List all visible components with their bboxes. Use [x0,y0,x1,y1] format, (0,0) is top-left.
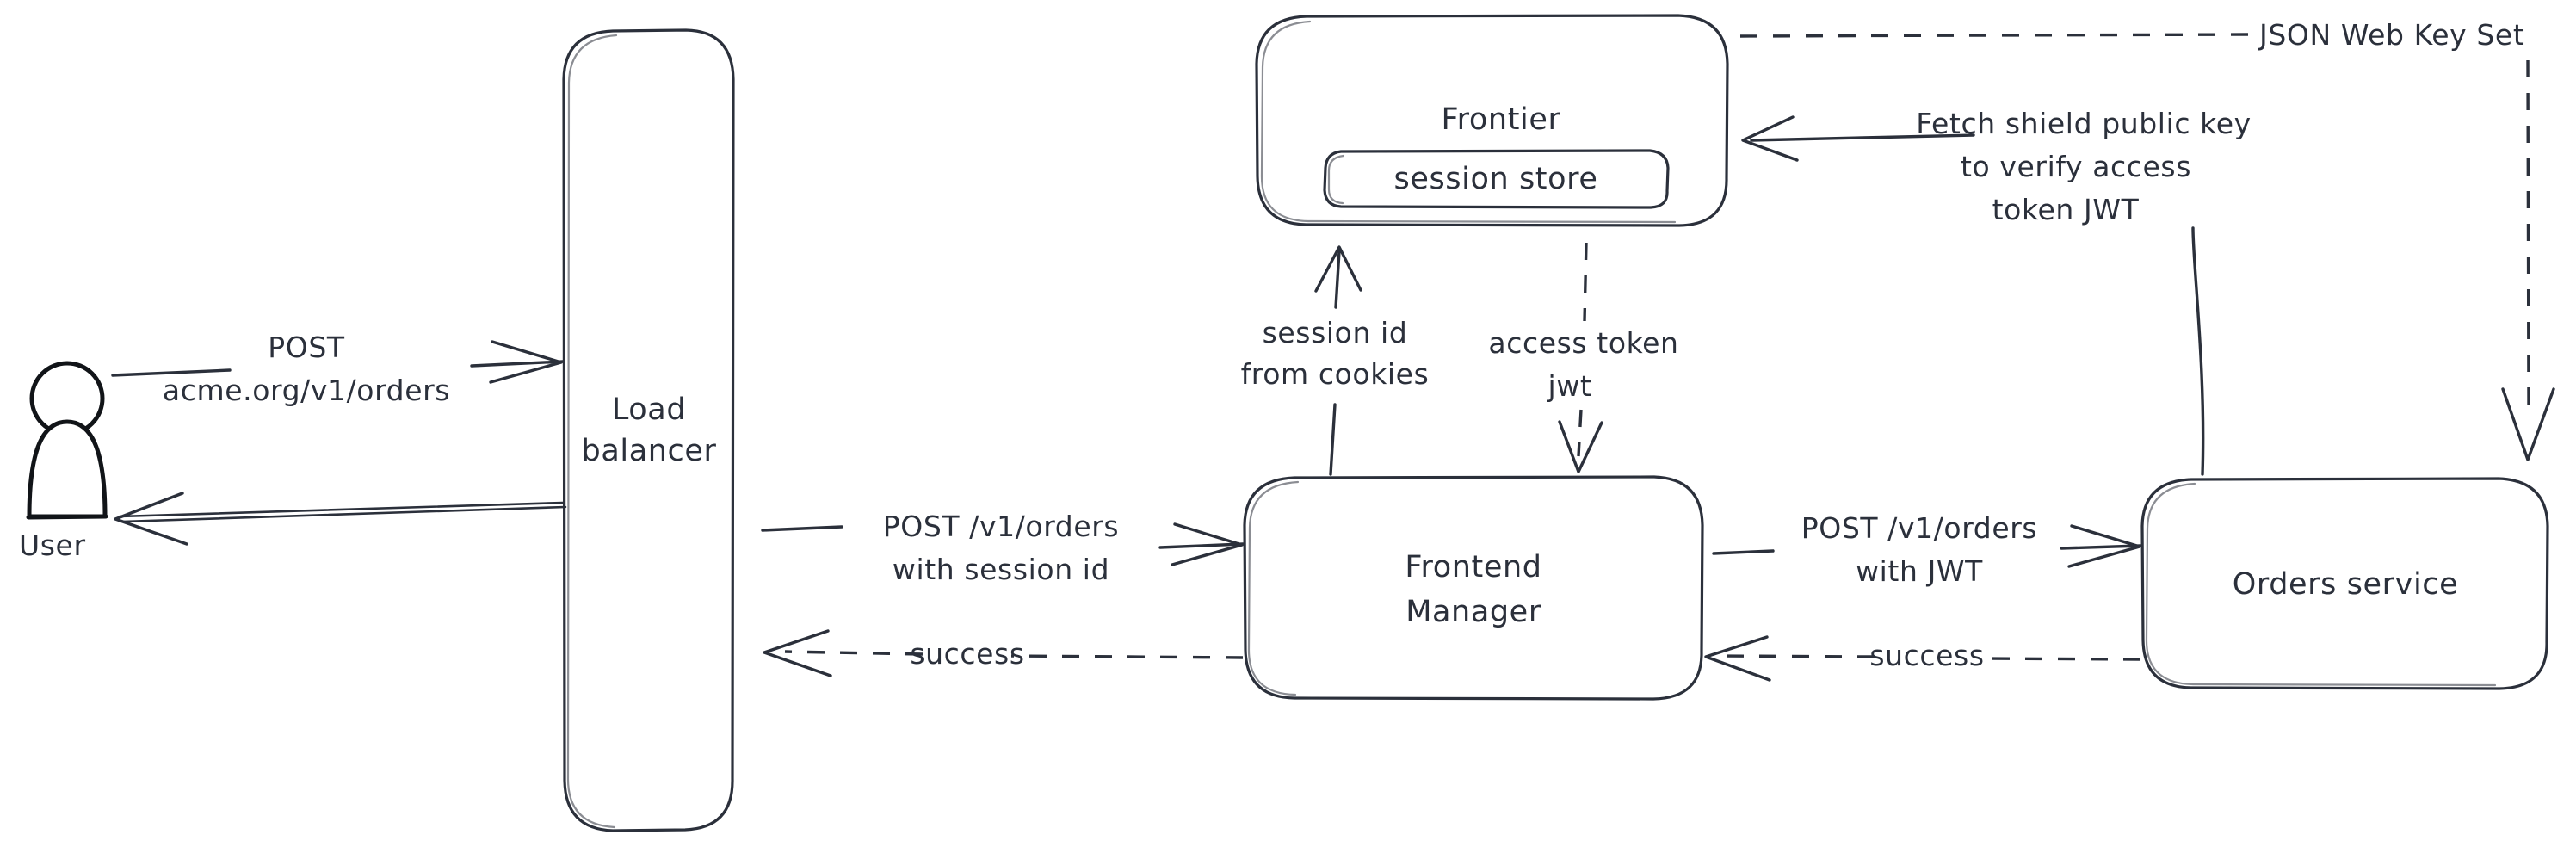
edge-lb-to-fm-label-line1: POST /v1/orders [883,510,1119,543]
edge-orders-to-frontier-label-line2: to verify access [1961,150,2191,183]
node-frontend-manager-label-line1: Frontend [1405,550,1541,584]
edge-fm-to-frontier-label-line1: session id [1263,316,1408,349]
edge-fm-to-orders-label-line2: with JWT [1856,554,1983,588]
edge-frontier-to-fm-label-line1: access token [1488,326,1678,360]
node-session-store-label: session store [1393,162,1597,196]
edge-jwks-label: JSON Web Key Set [2258,18,2524,52]
edge-lb-to-fm-label-line2: with session id [893,553,1109,586]
edge-orders-to-frontier-label-line3: token JWT [1992,193,2140,226]
node-frontier-title: Frontier [1442,102,1561,137]
node-load-balancer[interactable]: Load balancer [562,28,735,832]
edge-frontier-to-frontend-manager: access token jwt [1488,242,1678,473]
edge-orders-service-to-frontend-manager: success [1704,635,2141,682]
node-orders-service-label: Orders service [2233,567,2459,602]
edge-load-balancer-to-user [114,492,567,546]
edge-orders-to-fm-label: success [1869,639,1984,672]
actor-user-label: User [19,529,86,562]
edge-user-to-lb-label-line1: POST [268,331,345,364]
edge-user-to-lb-label-line2: acme.org/v1/orders [163,374,450,407]
node-orders-service[interactable]: Orders service [2140,477,2549,690]
actor-user: User [19,361,108,562]
edge-jwks-to-orders-service: JSON Web Key Set [1739,18,2555,461]
edge-frontend-manager-to-orders-service: POST /v1/orders with JWT [1712,511,2142,588]
person-icon [26,361,108,520]
node-session-store[interactable]: session store [1323,149,1670,209]
edge-frontier-to-fm-label-line2: jwt [1547,369,1592,403]
node-load-balancer-label-line2: balancer [582,434,717,468]
node-frontend-manager[interactable]: Frontend Manager [1243,475,1704,701]
node-frontier[interactable]: Frontier session store [1255,14,1729,227]
edge-frontend-manager-to-frontier: session id from cookies [1241,245,1430,476]
node-frontend-manager-label-line2: Manager [1405,595,1541,629]
edge-frontend-manager-to-load-balancer: success [763,629,1244,677]
edge-fm-to-lb-label: success [910,637,1024,671]
node-load-balancer-label-line1: Load [612,393,686,427]
edge-load-balancer-to-frontend-manager: POST /v1/orders with session id [761,510,1245,586]
edge-user-to-load-balancer: POST acme.org/v1/orders [111,331,565,407]
edge-orders-to-frontier-label-line1: Fetch shield public key [1916,107,2252,140]
edge-fm-to-orders-label-line1: POST /v1/orders [1801,511,2037,545]
edge-fm-to-frontier-label-line2: from cookies [1241,357,1430,391]
edge-orders-service-to-frontier: Fetch shield public key to verify access… [1741,107,2252,476]
